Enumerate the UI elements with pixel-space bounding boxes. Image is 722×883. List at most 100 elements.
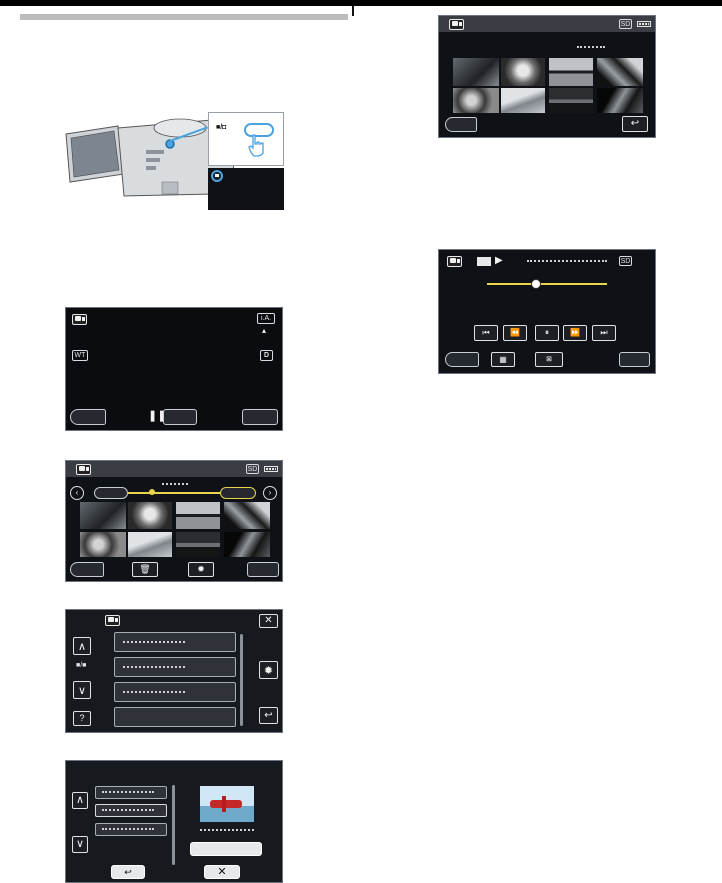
sd-card-badge: SD <box>246 464 259 474</box>
video-mode-icon <box>105 615 120 626</box>
video-mode-indicator-icon <box>211 170 223 182</box>
return-arrow-icon[interactable]: ↩ <box>259 707 278 724</box>
menu-item-4[interactable] <box>114 707 236 727</box>
menu-scrollbar[interactable] <box>240 634 243 726</box>
thumbnail-3[interactable] <box>176 502 220 529</box>
prev-date-arrow-icon[interactable]: ‹ <box>70 486 84 500</box>
page-counter: ■/■ <box>76 662 87 669</box>
top-index-screen: SD ↩ <box>438 15 656 138</box>
battery-icon <box>637 21 651 27</box>
thumbnail-8[interactable] <box>597 88 643 113</box>
video-mode-icon[interactable] <box>72 314 87 325</box>
thumbnail-6[interactable] <box>501 88 545 113</box>
file-select-screen: ∧ ∨ ↩ ✕ <box>65 760 283 883</box>
pause-icon[interactable]: ⏸ <box>535 325 559 341</box>
scroll-up-chevron-icon[interactable]: ∧ <box>73 637 91 655</box>
return-arrow-icon[interactable]: ↩ <box>111 865 145 879</box>
d-display-badge[interactable]: D <box>260 350 273 361</box>
callout-panel: ■/◘ <box>208 112 284 166</box>
thumbnail-2[interactable] <box>501 58 545 86</box>
thumbnail-4[interactable] <box>224 502 270 529</box>
stop-square-icon[interactable] <box>477 257 491 266</box>
thumbnail-8[interactable] <box>224 532 270 557</box>
seek-bar-knob[interactable] <box>531 279 541 289</box>
close-menu-icon[interactable]: ✕ <box>259 614 278 628</box>
fast-forward-icon[interactable]: ⏩ <box>563 325 587 341</box>
stop-icon[interactable]: ⊠ <box>535 352 563 367</box>
index-header-bar: SD <box>439 16 655 32</box>
volume-button[interactable] <box>619 352 650 367</box>
menu-screen: ✕ ∧ ■/■ ∨ ? ✹ ↩ <box>65 609 283 733</box>
skip-next-icon[interactable]: ⏭ <box>592 325 616 341</box>
menu-item-1[interactable] <box>114 632 236 652</box>
record-mode-button[interactable] <box>247 562 279 577</box>
back-menu-button[interactable] <box>70 409 106 425</box>
thumbnail-7[interactable] <box>549 88 593 113</box>
file-item-3-text <box>102 828 154 834</box>
file-list-scrollbar[interactable] <box>172 785 175 865</box>
prev-date-button[interactable] <box>94 487 128 499</box>
thumbnail-4[interactable] <box>597 58 643 86</box>
date-text <box>577 46 605 52</box>
file-item-1[interactable] <box>95 786 167 799</box>
back-menu-button[interactable] <box>445 117 477 132</box>
seek-bar-track[interactable] <box>487 283 607 285</box>
next-date-button[interactable] <box>220 487 256 499</box>
mode-switch-button[interactable] <box>244 123 274 137</box>
pause-icon[interactable]: ❚❚ <box>148 410 167 422</box>
index-view-icon[interactable]: ▦ <box>491 352 515 367</box>
thumbnail-1[interactable] <box>453 58 499 86</box>
thumbnail-6[interactable] <box>128 532 172 557</box>
confirm-button[interactable] <box>190 842 262 856</box>
settings-gear-icon[interactable]: ✹ <box>259 661 278 679</box>
thumbnail-1[interactable] <box>80 502 126 529</box>
wt-zoom-badge[interactable]: WT <box>72 350 88 361</box>
video-mode-icon[interactable] <box>447 256 462 267</box>
date-slider-knob[interactable] <box>149 489 155 495</box>
back-menu-button[interactable] <box>445 352 479 367</box>
file-item-2[interactable] <box>95 804 167 817</box>
thumbnail-7[interactable] <box>176 532 220 557</box>
record-button[interactable] <box>163 409 197 425</box>
index-screen: SD ‹ › 🗑 ✹ <box>65 460 283 582</box>
next-date-arrow-icon[interactable]: › <box>263 486 277 500</box>
scroll-up-chevron-icon[interactable]: ∧ <box>72 792 88 809</box>
menu-item-1-text <box>123 641 185 647</box>
help-button[interactable]: ? <box>73 711 91 726</box>
return-arrow-icon[interactable]: ↩ <box>622 116 648 132</box>
file-item-3[interactable] <box>95 823 167 836</box>
back-menu-button[interactable] <box>70 562 104 577</box>
page-top-rule <box>0 0 722 6</box>
menu-item-2[interactable] <box>114 657 236 677</box>
playback-time-text <box>527 260 607 266</box>
preview-date-text <box>200 829 254 835</box>
intelligent-auto-badge[interactable]: i.A. <box>257 313 275 324</box>
cancel-x-icon[interactable]: ✕ <box>204 865 240 879</box>
scroll-down-chevron-icon[interactable]: ∨ <box>73 681 91 699</box>
rewind-icon[interactable]: ⏪ <box>503 325 527 341</box>
plane-shape <box>210 800 242 808</box>
camera-illustration <box>62 106 284 212</box>
mode-indicator-panel <box>208 168 284 210</box>
video-mode-icon[interactable] <box>449 19 464 30</box>
menu-item-2-text <box>123 666 185 672</box>
thumbnail-2[interactable] <box>128 502 172 529</box>
thumbnail-3[interactable] <box>549 58 593 86</box>
delete-trash-icon[interactable]: 🗑 <box>132 562 158 577</box>
menu-item-3[interactable] <box>114 682 236 702</box>
thumbnail-5[interactable] <box>80 532 126 557</box>
scroll-down-chevron-icon[interactable]: ∨ <box>72 836 88 853</box>
playback-button[interactable] <box>242 409 278 425</box>
date-text <box>162 483 188 489</box>
date-slider-track[interactable] <box>128 492 220 494</box>
mode-switch-label: ■/◘ <box>216 124 227 131</box>
file-item-1-text <box>102 791 154 797</box>
file-item-2-text <box>102 809 154 815</box>
video-mode-icon[interactable] <box>76 464 91 475</box>
settings-gear-icon[interactable]: ✹ <box>188 562 214 577</box>
column-divider <box>352 6 354 16</box>
skip-previous-icon[interactable]: ⏮ <box>474 325 498 341</box>
section-header-rule <box>20 14 348 20</box>
sd-card-badge: SD <box>619 256 632 266</box>
thumbnail-5[interactable] <box>453 88 499 113</box>
